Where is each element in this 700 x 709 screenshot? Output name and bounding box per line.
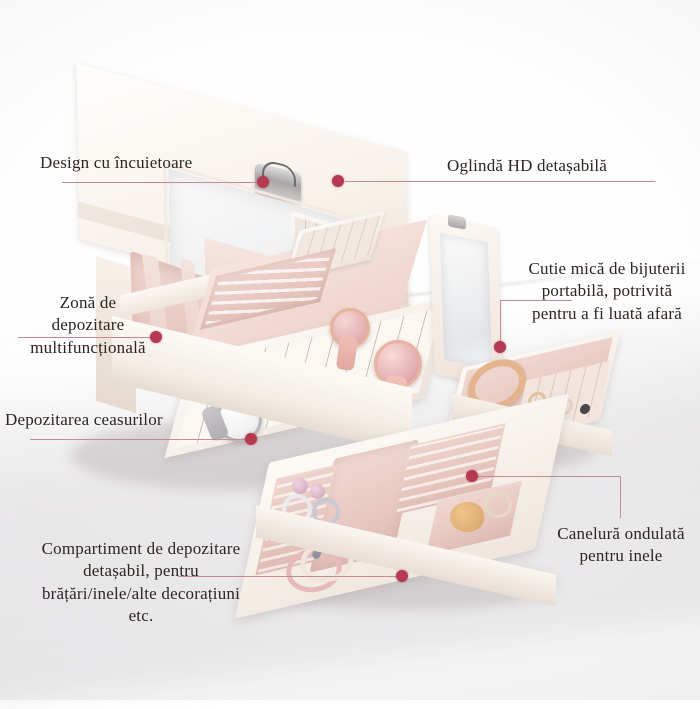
vrule-canelura-ondulata: [620, 476, 621, 518]
vrule-cutie-mica-portabila: [500, 300, 501, 347]
label-canelura-ondulata: Canelură ondulată pentru inele: [557, 524, 685, 566]
label-design-cu-incuietoare: Design cu încuietoare: [40, 153, 193, 172]
dot-design-cu-incuietoare: [257, 176, 269, 188]
label-depozitarea-ceasurilor: Depozitarea ceasurilor: [5, 410, 163, 429]
rule-zona-de-depozitare-multifunctionala: [18, 337, 154, 338]
rule-cutie-mica-portabila: [500, 300, 572, 301]
cercel-bila-roz-1: [292, 478, 308, 494]
label-zona-de-depozitare-multifunctionala: Zonă de depozitare multifuncțională: [30, 293, 146, 357]
rule-oglinda-hd-detasabila: [345, 181, 655, 182]
dot-canelura-ondulata: [466, 470, 478, 482]
rule-design-cu-incuietoare: [62, 182, 262, 183]
label-oglinda-hd-detasabila: Oglindă HD detașabilă: [447, 156, 607, 175]
dot-zona-de-depozitare-multifunctionala: [150, 331, 162, 343]
dot-oglinda-hd-detasabila: [332, 175, 344, 187]
rule-canelura-ondulata: [478, 476, 620, 477]
rule-depozitarea-ceasurilor: [30, 439, 252, 440]
dot-cutie-mica-portabila: [494, 341, 506, 353]
dot-depozitarea-ceasurilor: [245, 433, 257, 445]
dot-compartiment-detasabil: [396, 570, 408, 582]
label-cutie-mica-portabila: Cutie mică de bijuterii portabilă, potri…: [528, 259, 686, 323]
rule-compartiment-detasabil: [178, 576, 400, 577]
label-compartiment-detasabil: Compartiment de depozitare detașabil, pe…: [41, 539, 241, 626]
inel-cristale: [484, 492, 512, 518]
cercel-bila-roz-2: [310, 484, 325, 499]
cutie-portabila-oglinda: [439, 232, 493, 370]
